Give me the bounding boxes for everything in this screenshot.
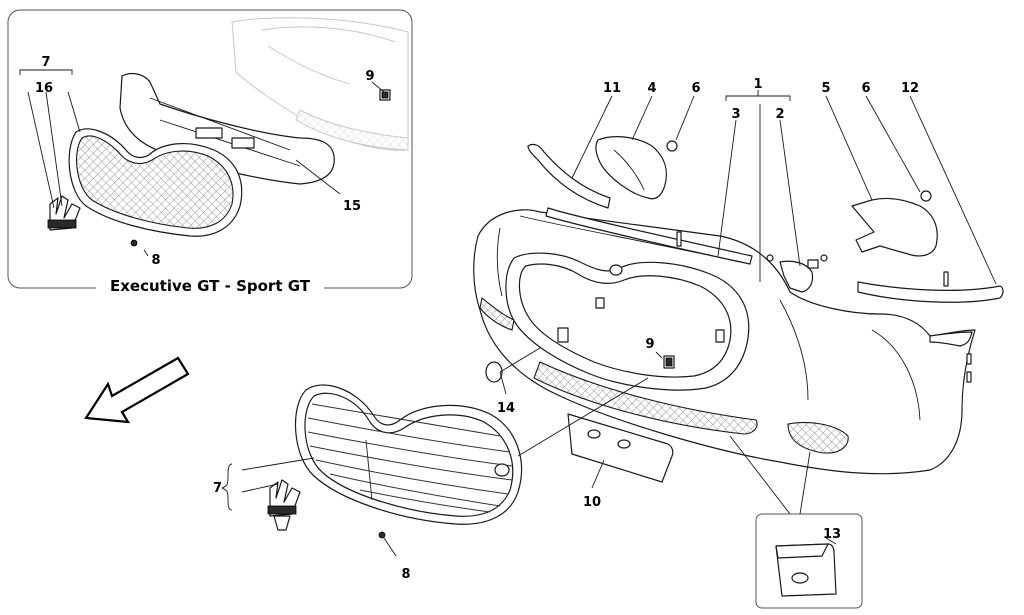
inset-caption: Executive GT - Sport GT [110, 277, 311, 295]
callout-7-main: 7 [213, 481, 222, 496]
callout-5: 5 [821, 81, 830, 96]
callout-13: 13 [823, 527, 841, 542]
inset-ghost-bumper [231, 17, 409, 151]
callout-6-left: 6 [691, 81, 700, 96]
callout-12: 12 [901, 81, 919, 96]
right-chrome-strip [857, 281, 1004, 303]
callout-3: 3 [731, 107, 740, 122]
callout-14: 14 [497, 401, 515, 416]
cage-nut [663, 355, 675, 369]
callout-8-main: 8 [401, 567, 410, 582]
callout-4: 4 [647, 81, 656, 96]
callout-9-main: 9 [645, 337, 654, 352]
right-bracket [851, 190, 938, 257]
left-chrome-strip [527, 143, 611, 209]
detail-inset-13 [755, 513, 863, 609]
callout-15: 15 [343, 199, 361, 214]
inset-screw [130, 239, 138, 247]
callout-10: 10 [583, 495, 601, 510]
inset-grille-support [119, 72, 335, 185]
upper-trim-strip [545, 207, 753, 265]
callout-1: 1 [753, 77, 762, 92]
callout-11: 11 [603, 81, 621, 96]
grille-screw [378, 531, 386, 539]
small-clip [779, 259, 819, 293]
callout-2: 2 [775, 107, 784, 122]
leader-lines [220, 90, 997, 557]
callout-7-inset: 7 [41, 55, 50, 70]
arrow-icon [84, 356, 190, 424]
main-slatted-grille [294, 384, 523, 525]
license-plate-holder [567, 413, 674, 483]
tow-hook-cover [485, 361, 503, 383]
callout-16: 16 [35, 81, 53, 96]
bumper-screws [676, 231, 972, 383]
main-grille-clip [267, 479, 301, 531]
callout-6-right: 6 [861, 81, 870, 96]
callout-9-inset: 9 [365, 69, 374, 84]
inset-clip [47, 195, 81, 231]
callout-8-inset: 8 [151, 253, 160, 268]
inset-mesh-grille [68, 128, 243, 237]
left-bracket [595, 136, 678, 200]
inset-nut [379, 89, 391, 101]
inset-panel: 7 16 9 15 8 Executive GT - Sport GT [7, 9, 413, 296]
